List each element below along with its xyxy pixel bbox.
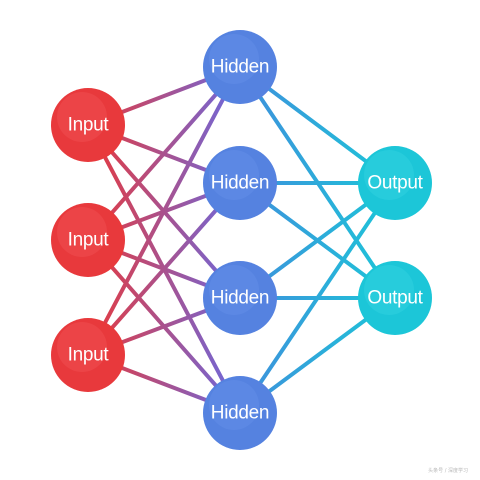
hidden-node-label: Hidden (211, 57, 269, 78)
input-node-highlight (57, 92, 107, 142)
hidden-node-circle (203, 261, 277, 335)
output-node-highlight (364, 265, 414, 315)
output-node-circle (358, 146, 432, 220)
edge-input-3-hidden-1 (86, 65, 242, 357)
input-node-circle (51, 88, 125, 162)
hidden-node-3: Hidden (203, 261, 277, 335)
output-node-highlight (364, 150, 414, 200)
input-node-highlight (57, 207, 107, 257)
output-node-circle (358, 261, 432, 335)
output-node-2: Output (358, 261, 432, 335)
input-node-circle (51, 203, 125, 277)
hidden-node-highlight (209, 150, 259, 200)
hidden-node-circle (203, 376, 277, 450)
hidden-node-2: Hidden (203, 146, 277, 220)
input-node-3: Input (51, 318, 125, 392)
hidden-node-highlight (209, 380, 259, 430)
input-node-label: Input (68, 115, 110, 136)
output-node-label: Output (367, 173, 423, 194)
neurons: InputInputInputHiddenHiddenHiddenHiddenO… (51, 30, 432, 450)
hidden-node-highlight (209, 34, 259, 84)
hidden-node-1: Hidden (203, 30, 277, 104)
input-node-2: Input (51, 203, 125, 277)
watermark-text: 头条号 / 深度学习 (428, 468, 468, 474)
edge-input-2-hidden-1 (86, 65, 242, 242)
hidden-node-label: Hidden (211, 173, 269, 194)
hidden-node-circle (203, 146, 277, 220)
connections (86, 65, 397, 415)
output-node-1: Output (358, 146, 432, 220)
hidden-node-highlight (209, 265, 259, 315)
edge-input-3-hidden-2 (86, 181, 242, 357)
hidden-node-circle (203, 30, 277, 104)
edge-hidden-4-output-1 (238, 181, 397, 415)
hidden-node-label: Hidden (211, 403, 269, 424)
input-node-highlight (57, 322, 107, 372)
output-node-label: Output (367, 288, 423, 309)
input-node-1: Input (51, 88, 125, 162)
input-node-circle (51, 318, 125, 392)
hidden-node-label: Hidden (211, 288, 269, 309)
input-node-label: Input (68, 345, 110, 366)
input-node-label: Input (68, 230, 110, 251)
hidden-node-4: Hidden (203, 376, 277, 450)
